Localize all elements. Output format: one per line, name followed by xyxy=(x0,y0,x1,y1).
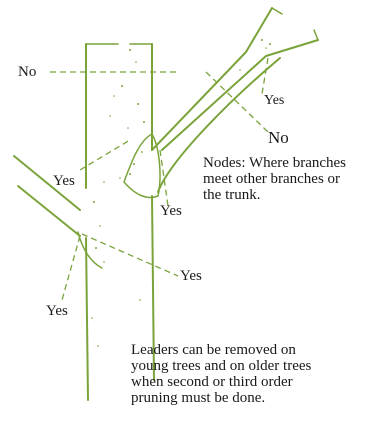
nodes-note-line: the trunk. xyxy=(203,187,261,203)
leaders-note-line: young trees and on older trees xyxy=(131,358,312,374)
trunk-node xyxy=(123,133,161,199)
yes-label-lower-left: Yes xyxy=(46,303,68,319)
leaders-note-line: pruning must be done. xyxy=(131,390,266,406)
upper-right-branch xyxy=(151,7,319,193)
yes-label-trunk-node: Yes xyxy=(160,203,182,219)
bark-texture xyxy=(91,39,271,347)
no-label-left: No xyxy=(18,64,37,80)
no-label-right: No xyxy=(268,128,289,147)
leaders-note-line: Leaders can be removed on xyxy=(131,342,296,358)
pruning-cut-lines xyxy=(50,57,269,301)
leaders-note-line: when second or third order xyxy=(131,374,293,390)
nodes-note-line: Nodes: Where branches xyxy=(203,155,346,171)
yes-label-left-branch: Yes xyxy=(53,173,75,189)
nodes-note-line: meet other branches or xyxy=(203,171,341,187)
leaders-note: Leaders can be removed on young trees an… xyxy=(131,342,311,406)
yes-label-lower-right: Yes xyxy=(180,268,202,284)
left-branch xyxy=(13,155,103,269)
trunk xyxy=(85,43,155,401)
yes-label-upper-right: Yes xyxy=(264,93,285,108)
nodes-note: Nodes: Where branches meet other branche… xyxy=(203,155,346,203)
